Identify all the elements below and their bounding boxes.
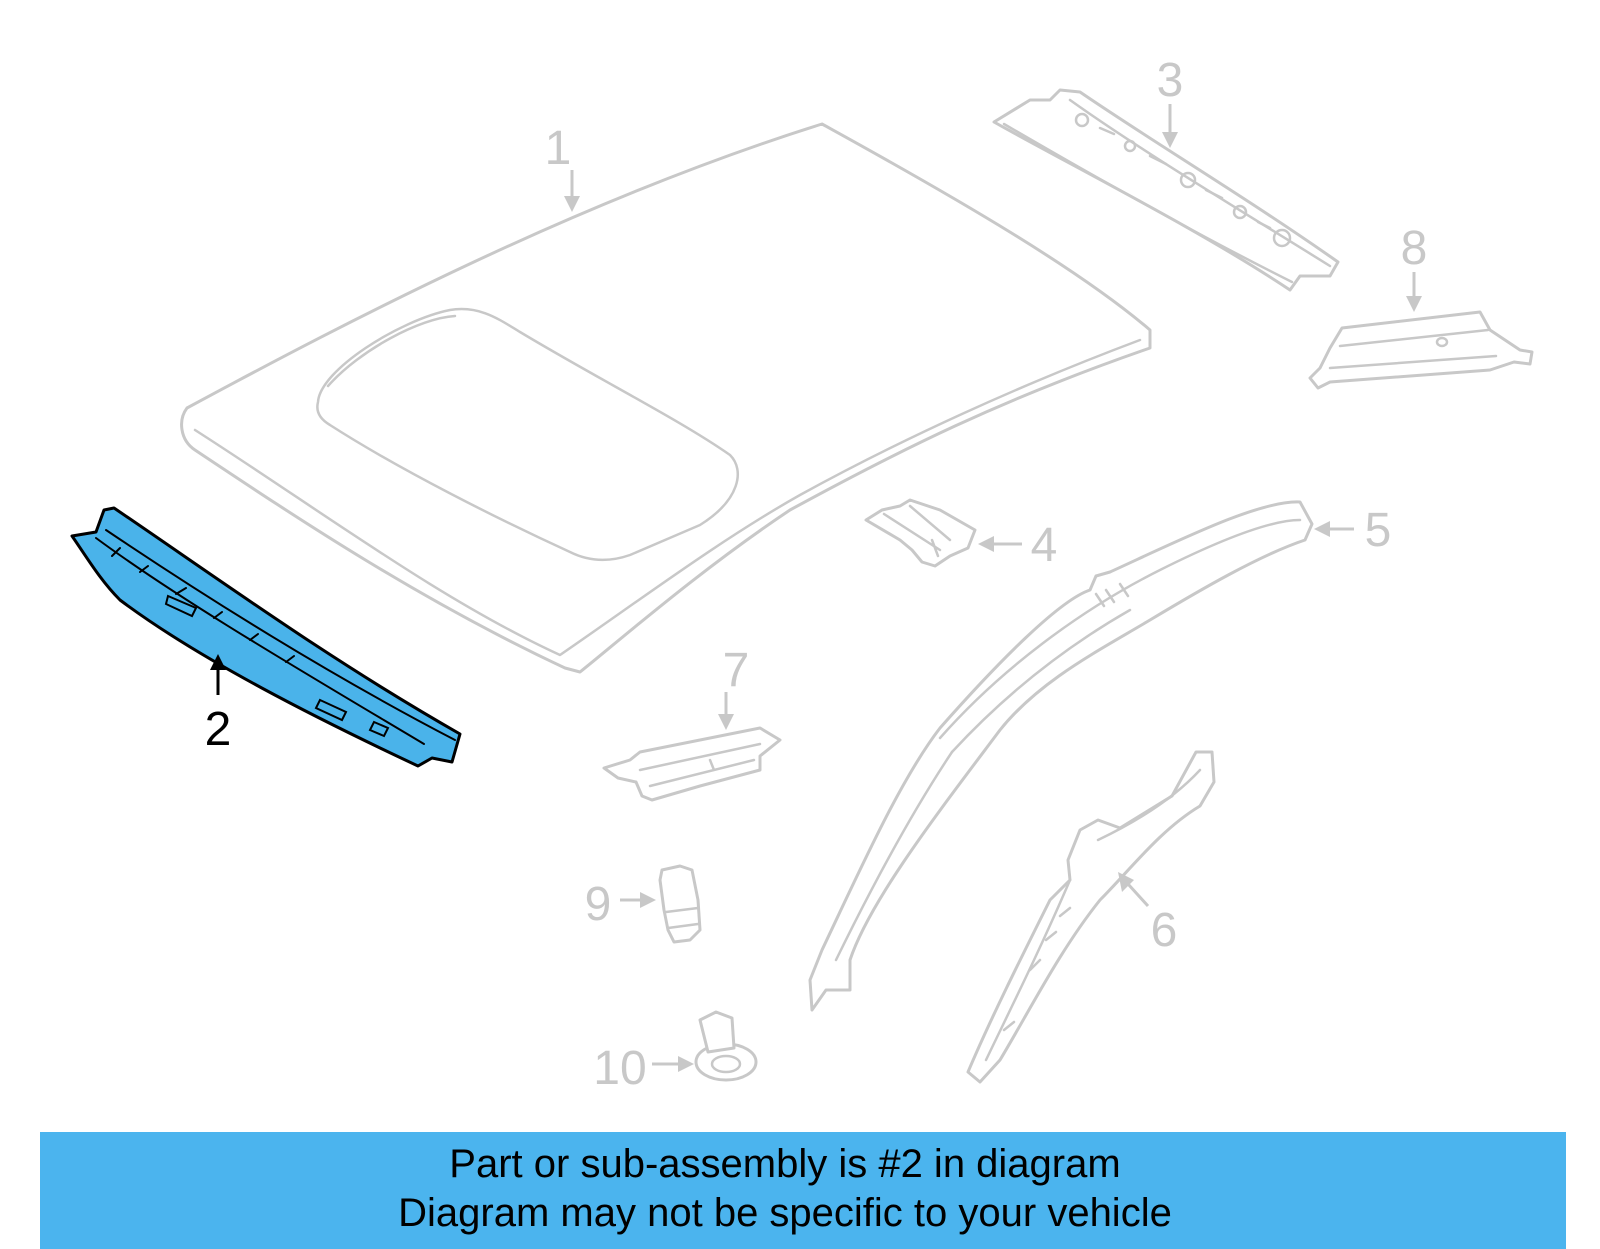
svg-text:5: 5 <box>1365 504 1392 557</box>
callout-1: 1 <box>545 122 580 212</box>
part-1-roof-panel[interactable] <box>180 122 1152 674</box>
part-9-clip[interactable] <box>658 864 702 944</box>
svg-text:1: 1 <box>545 122 572 175</box>
svg-text:8: 8 <box>1401 222 1428 275</box>
part-5-side-roof-rail[interactable] <box>808 500 1314 1012</box>
callout-8: 8 <box>1401 222 1428 312</box>
svg-text:2: 2 <box>205 703 232 756</box>
svg-text:9: 9 <box>585 878 612 931</box>
callout-4: 4 <box>978 519 1057 572</box>
diagram-notice-banner: Part or sub-assembly is #2 in diagram Di… <box>40 1132 1566 1249</box>
part-7-reinforcement[interactable] <box>602 726 782 802</box>
svg-text:6: 6 <box>1151 904 1178 957</box>
notice-line-1: Part or sub-assembly is #2 in diagram <box>449 1142 1121 1186</box>
part-6-inner-pillar[interactable] <box>966 750 1216 1084</box>
svg-text:7: 7 <box>723 644 750 697</box>
callout-3: 3 <box>1157 54 1184 148</box>
callout-7: 7 <box>718 644 749 730</box>
callout-5: 5 <box>1314 504 1391 557</box>
part-10-grommet[interactable] <box>694 1010 758 1082</box>
part-4-bracket[interactable] <box>864 498 977 568</box>
part-8-rear-bracket[interactable] <box>1308 310 1534 390</box>
callout-6: 6 <box>1118 872 1177 957</box>
part-3-rear-roof-rail[interactable] <box>992 88 1340 292</box>
parts-diagram: 1 2 3 4 5 6 7 8 9 10 <box>70 54 1534 1095</box>
callout-9: 9 <box>585 878 656 931</box>
notice-line-2: Diagram may not be specific to your vehi… <box>398 1191 1172 1235</box>
callout-2: 2 <box>205 654 232 756</box>
svg-text:4: 4 <box>1031 519 1058 572</box>
svg-text:3: 3 <box>1157 54 1184 107</box>
part-2-front-header-panel[interactable] <box>70 506 462 768</box>
callout-10: 10 <box>593 1042 694 1095</box>
svg-text:10: 10 <box>593 1042 646 1095</box>
